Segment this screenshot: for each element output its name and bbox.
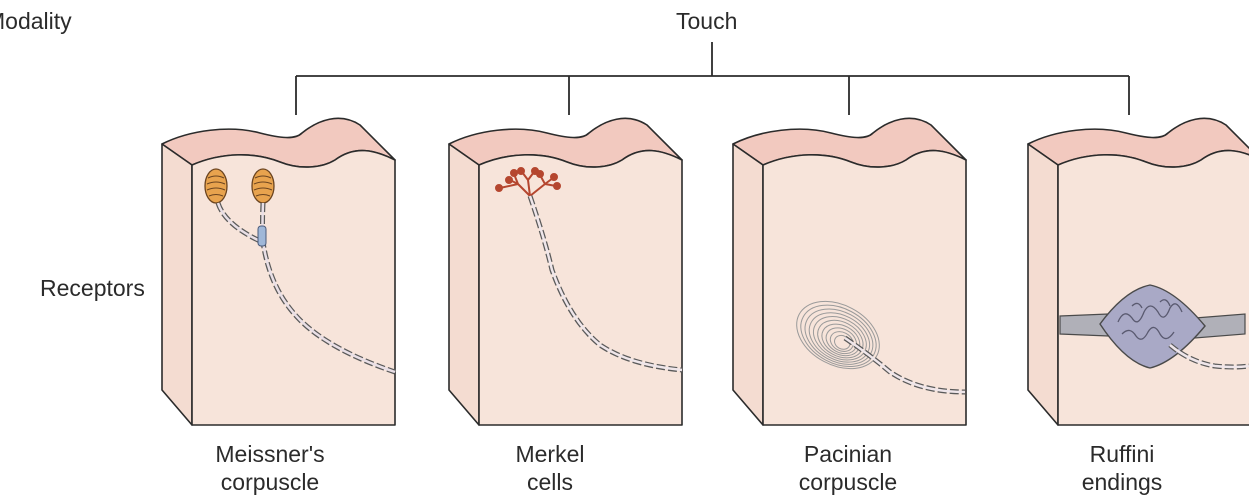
skin-block-front [763, 151, 966, 425]
skin-block-ruffini [1028, 118, 1249, 425]
caption-line-2: cells [450, 468, 650, 496]
skin-block-side [449, 144, 479, 425]
skin-block-merkel [449, 118, 682, 425]
caption-line-2: endings [1022, 468, 1222, 496]
skin-block-side [162, 144, 192, 425]
caption-line-1: Meissner's [170, 440, 370, 468]
skin-block-pacinian [733, 118, 966, 425]
skin-block-side [733, 144, 763, 425]
caption-line-2: corpuscle [170, 468, 370, 496]
tree-connector [296, 42, 1129, 115]
skin-block-meissner [162, 118, 395, 425]
caption-line-1: Pacinian [748, 440, 948, 468]
meissner-corpuscle-capsule [205, 169, 227, 203]
caption-line-1: Ruffini [1022, 440, 1222, 468]
meissner-corpuscle-capsule [252, 169, 274, 203]
skin-block-front [479, 151, 682, 425]
skin-block-side [1028, 144, 1058, 425]
caption-pacinian-corpuscle: Pacinian corpuscle [748, 440, 948, 496]
caption-line-2: corpuscle [748, 468, 948, 496]
caption-merkel-cells: Merkel cells [450, 440, 650, 496]
caption-meissner-corpuscle: Meissner's corpuscle [170, 440, 370, 496]
caption-ruffini-endings: Ruffini endings [1022, 440, 1222, 496]
caption-line-1: Merkel [450, 440, 650, 468]
axon-glia-segment [258, 226, 266, 246]
